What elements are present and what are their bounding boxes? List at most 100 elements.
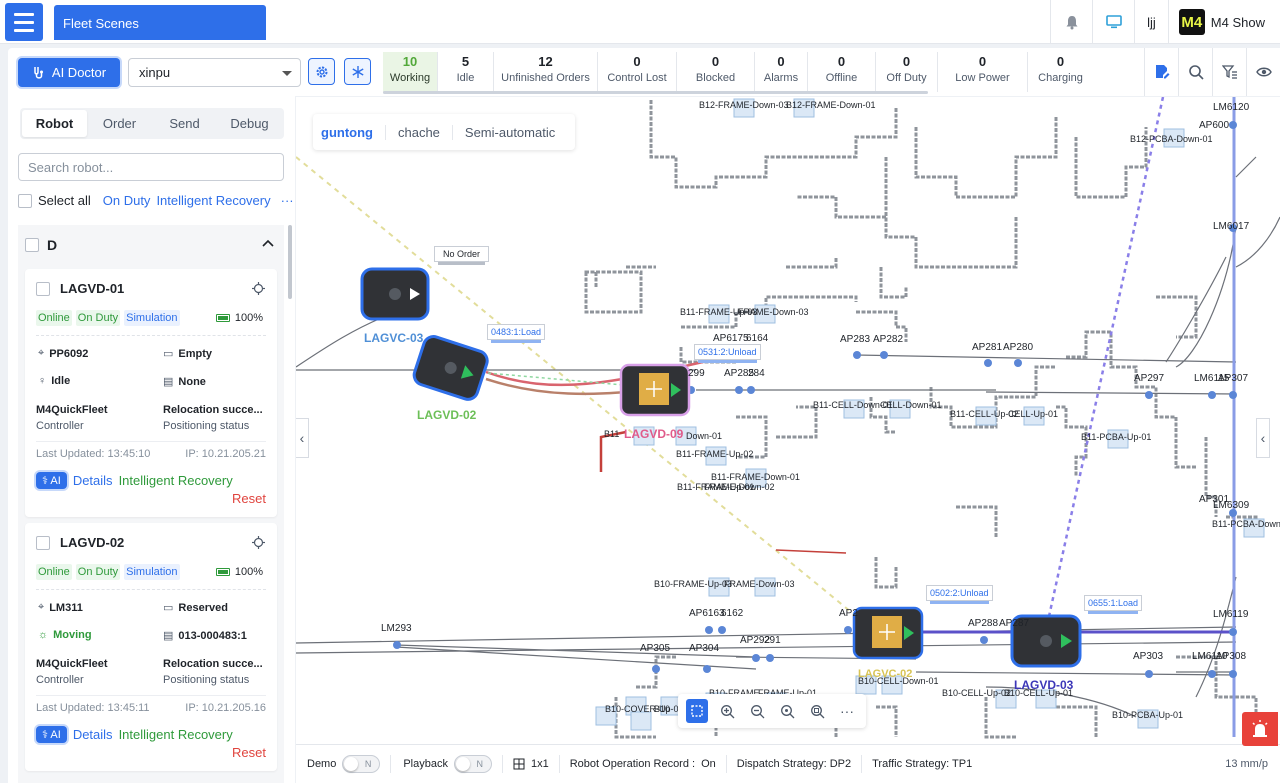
robot-ip: IP: 10.21.205.21 bbox=[185, 448, 266, 460]
node-label: LM6110 bbox=[1192, 651, 1228, 662]
on-duty-link[interactable]: On Duty bbox=[102, 193, 151, 208]
route-red-mid bbox=[775, 549, 847, 554]
monitor-icon[interactable] bbox=[1092, 0, 1134, 44]
chevron-up-icon[interactable] bbox=[262, 239, 274, 247]
search-icon[interactable] bbox=[1178, 48, 1212, 96]
robot-lagvc-02[interactable] bbox=[852, 606, 924, 660]
reset-button[interactable]: Reset bbox=[232, 491, 266, 506]
locate-icon[interactable] bbox=[252, 536, 265, 549]
station-label: B11-FRAME-Up-01 bbox=[677, 482, 755, 492]
filter-icon[interactable] bbox=[1212, 48, 1246, 96]
stats-scrollbar[interactable] bbox=[383, 91, 928, 94]
node-label: 284 bbox=[748, 368, 765, 379]
tab-fleet-scenes[interactable]: Fleet Scenes bbox=[54, 5, 266, 40]
ai-button[interactable]: ⚕ AI bbox=[36, 472, 67, 489]
tab-send[interactable]: Send bbox=[169, 116, 200, 131]
brand-name: M4 Show bbox=[1210, 14, 1265, 30]
intelligent-recovery-button[interactable]: Intelligent Recovery bbox=[118, 727, 233, 742]
alarm-icon[interactable] bbox=[1242, 712, 1278, 746]
station-label: B10-CELL-Up-02 bbox=[942, 688, 1012, 698]
intelligent-recovery-button[interactable]: Intelligent Recovery bbox=[118, 473, 233, 488]
bell-icon[interactable] bbox=[1050, 0, 1092, 44]
robot-card[interactable]: LAGVD-01 Online On Duty Simulation 100% … bbox=[25, 269, 277, 517]
zoom-reset-icon[interactable] bbox=[802, 696, 832, 726]
fleet-map[interactable]: guntong chache Semi-automatic LAGVC-03 L… bbox=[296, 97, 1280, 744]
more-icon[interactable]: ··· bbox=[840, 703, 855, 719]
map-tab-chache[interactable]: chache bbox=[386, 124, 453, 140]
box-select-icon[interactable] bbox=[686, 699, 709, 723]
battery-icon bbox=[215, 568, 230, 576]
select-all-checkbox[interactable] bbox=[18, 193, 32, 208]
brand[interactable]: M4 M4 Show bbox=[1167, 0, 1280, 44]
grid-value[interactable]: 1x1 bbox=[530, 758, 549, 770]
collapse-right-icon[interactable]: ‹ bbox=[1256, 418, 1270, 458]
operation-record-value[interactable]: On bbox=[701, 758, 716, 770]
map-zoom-toolbar: ··· bbox=[678, 694, 866, 728]
group-header[interactable]: D bbox=[18, 225, 284, 265]
reset-button[interactable]: Reset bbox=[232, 745, 266, 760]
robot-lagvd-03[interactable] bbox=[1010, 614, 1082, 668]
group-checkbox[interactable] bbox=[25, 238, 39, 252]
ai-button[interactable]: ⚕ AI bbox=[36, 726, 67, 743]
freeze-button[interactable] bbox=[344, 58, 371, 85]
grid-icon[interactable] bbox=[513, 758, 525, 770]
demo-toggle[interactable]: N bbox=[342, 755, 381, 773]
menu-icon[interactable] bbox=[5, 3, 43, 41]
search-robot-input[interactable]: Search robot... bbox=[18, 153, 284, 181]
robot-card[interactable]: LAGVD-02 Online On Duty Simulation 100% … bbox=[25, 523, 277, 771]
robot-checkbox[interactable] bbox=[36, 535, 50, 550]
status-bar: Demo N Playback N 1x1 Robot Operation Re… bbox=[296, 744, 1280, 783]
details-link[interactable]: Details bbox=[72, 473, 113, 488]
positioning-value: Relocation succe... bbox=[163, 658, 263, 670]
robot-lagvd-09[interactable] bbox=[619, 363, 691, 417]
user-name[interactable]: ljj bbox=[1134, 0, 1168, 44]
station-label: FRAME-Down-03 bbox=[738, 307, 809, 317]
intelligent-recovery-link[interactable]: Intelligent Recovery bbox=[156, 193, 271, 208]
tab-debug[interactable]: Debug bbox=[230, 116, 269, 131]
tab-order[interactable]: Order bbox=[102, 116, 137, 131]
dispatch-strategy[interactable]: Dispatch Strategy: DP2 bbox=[736, 758, 852, 770]
eye-icon[interactable] bbox=[1246, 48, 1280, 96]
zoom-in-icon[interactable] bbox=[712, 696, 742, 726]
panel-scrollbar[interactable] bbox=[288, 225, 292, 299]
zoom-fit-icon[interactable] bbox=[772, 696, 802, 726]
locate-icon[interactable] bbox=[252, 282, 265, 295]
map-canvas[interactable] bbox=[296, 97, 1280, 744]
status-badge-online: Online bbox=[36, 310, 72, 326]
traffic-strategy[interactable]: Traffic Strategy: TP1 bbox=[872, 758, 973, 770]
more-icon[interactable]: ··· bbox=[280, 193, 294, 208]
zoom-out-icon[interactable] bbox=[742, 696, 772, 726]
map-tab-guntong[interactable]: guntong bbox=[321, 124, 386, 140]
ai-doctor-button[interactable]: AI Doctor bbox=[18, 58, 120, 87]
map-tab-semi-automatic[interactable]: Semi-automatic bbox=[464, 124, 556, 140]
positioning-label: Positioning status bbox=[163, 674, 250, 686]
details-link[interactable]: Details bbox=[72, 727, 113, 742]
edit-doc-icon[interactable] bbox=[1144, 48, 1178, 96]
collapse-left-icon[interactable]: ‹ bbox=[296, 418, 309, 458]
robot-lagvc-03[interactable] bbox=[360, 267, 430, 321]
robot-lagvd-02[interactable] bbox=[412, 334, 490, 402]
settings-button[interactable] bbox=[308, 58, 335, 85]
node-label: LM6115 bbox=[1194, 373, 1230, 384]
node-label: AP6175 bbox=[713, 333, 749, 344]
robot-checkbox[interactable] bbox=[36, 281, 50, 296]
tab-robot[interactable]: Robot bbox=[22, 110, 87, 137]
station-label: B12-FRAME-Down-03 bbox=[699, 100, 789, 110]
route-red-short bbox=[599, 430, 627, 472]
robot-load: Empty bbox=[178, 347, 213, 360]
scene-select[interactable]: xinpu bbox=[128, 58, 301, 87]
playback-toggle[interactable]: N bbox=[453, 755, 492, 773]
node-label: 6164 bbox=[746, 333, 769, 344]
status-badge-on-duty: On Duty bbox=[75, 310, 121, 326]
